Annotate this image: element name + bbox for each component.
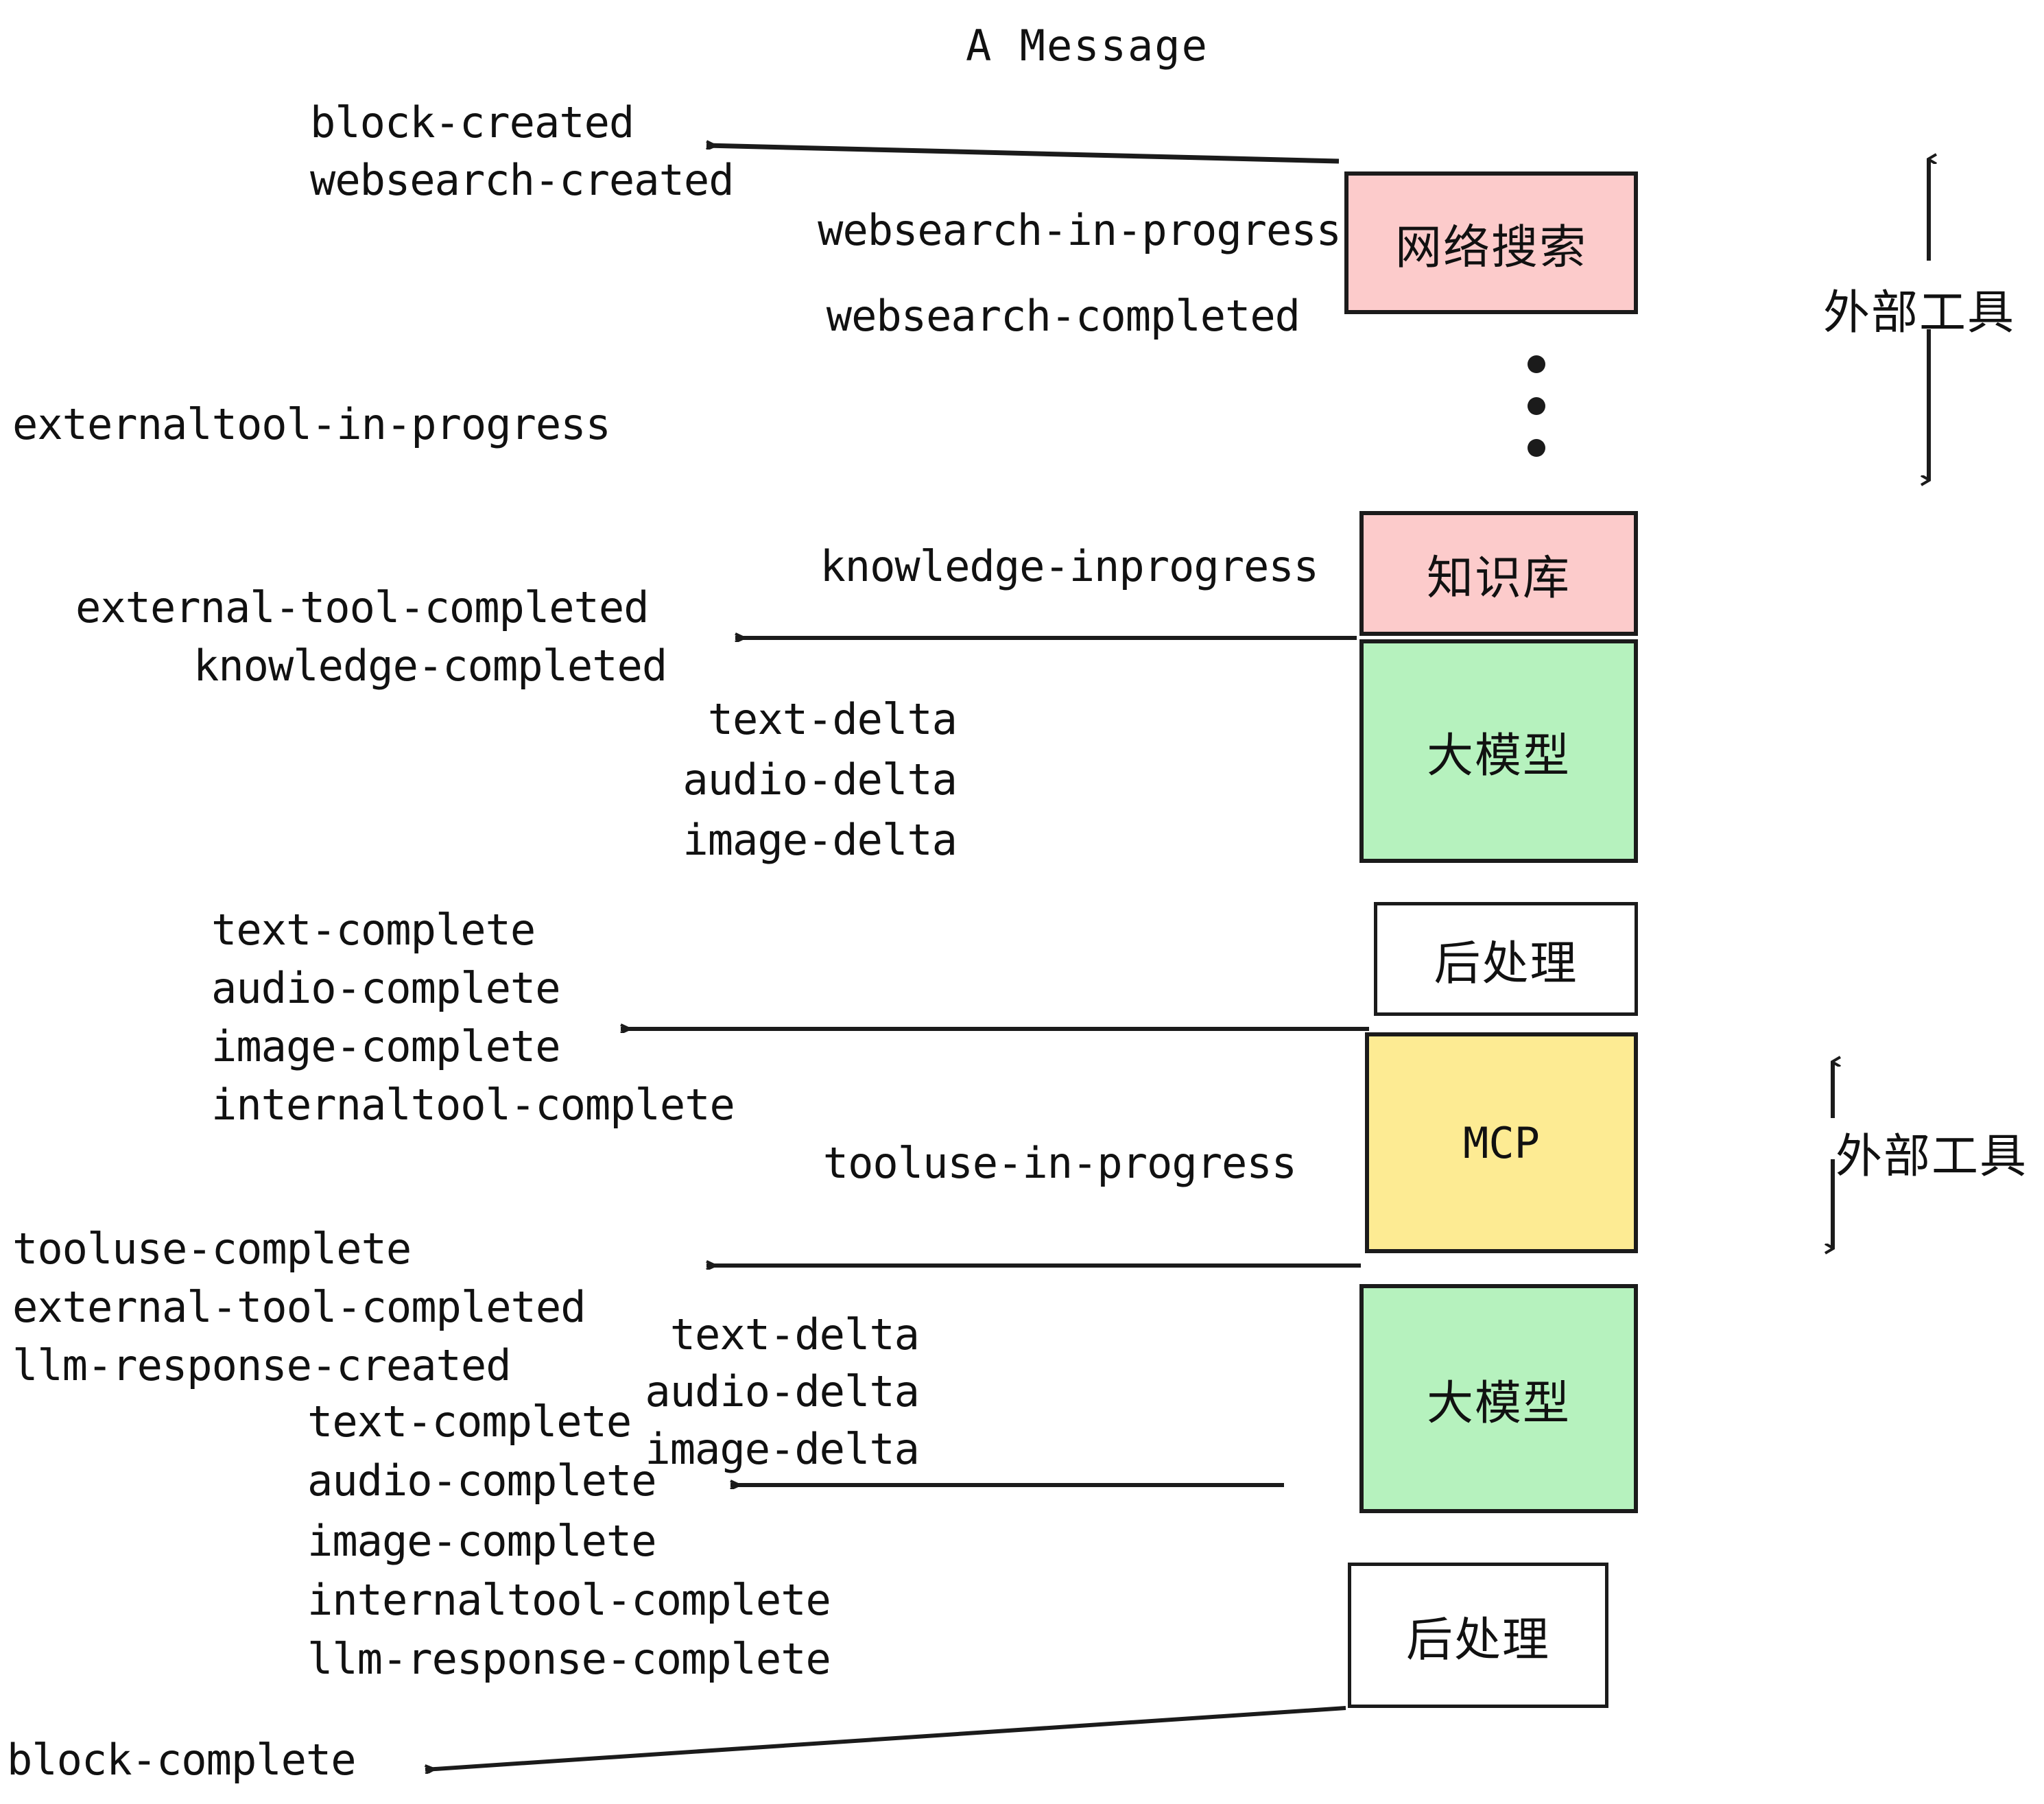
box-websearch-label: 网络搜索 [1394,220,1587,275]
event-llm-response-created: llm-response-created [12,1340,512,1390]
box-postprocess-first[interactable]: 后处理 [1374,902,1638,1016]
event-knowledge-completed: knowledge-completed [193,641,667,691]
box-postprocess-second-label: 后处理 [1405,1613,1550,1667]
event-tooluse-complete: tooluse-complete [12,1224,412,1274]
box-llm-first[interactable]: 大模型 [1359,639,1638,863]
event-websearch-completed: websearch-completed [826,291,1300,341]
event-text-delta-1: text-delta [707,694,958,744]
event-websearch-in-progress: websearch-in-progress [818,205,1342,255]
diagram-title: A Message [966,21,1209,71]
box-llm-first-label: 大模型 [1426,728,1571,783]
box-llm-second-label: 大模型 [1426,1376,1571,1431]
event-tooluse-in-progress: tooluse-in-progress [822,1138,1297,1188]
event-internaltool-complete-1: internaltool-complete [211,1080,735,1130]
event-externaltool-in-progress: externaltool-in-progress [12,399,611,449]
event-image-complete-2: image-complete [307,1516,657,1566]
ellipsis-vertical [1526,355,1547,457]
event-block-complete: block-complete [7,1735,357,1785]
label-external-tool-top: 外部工具 [1823,286,2016,340]
arrow-websearch-to-block-created [706,145,1340,164]
box-postprocess-first-label: 后处理 [1434,936,1578,991]
event-audio-complete-2: audio-complete [307,1456,657,1506]
box-websearch[interactable]: 网络搜索 [1344,171,1638,314]
event-audio-complete-1: audio-complete [211,963,561,1013]
event-image-delta-2: image-delta [645,1424,920,1474]
event-websearch-created: websearch-created [310,155,735,205]
event-text-complete-2: text-complete [307,1397,632,1447]
box-postprocess-second[interactable]: 后处理 [1348,1563,1608,1708]
event-text-complete-1: text-complete [211,905,536,955]
box-mcp-label: MCP [1463,1117,1540,1168]
box-knowledgebase[interactable]: 知识库 [1359,511,1638,636]
event-image-complete-1: image-complete [211,1021,561,1071]
arrow-postprocess-to-block-complete [425,1706,1346,1770]
event-image-delta-1: image-delta [682,815,958,865]
event-text-delta-2: text-delta [669,1309,920,1360]
box-knowledgebase-label: 知识库 [1426,551,1571,606]
event-llm-response-complete: llm-response-complete [307,1634,831,1684]
event-internaltool-complete-2: internaltool-complete [307,1575,831,1625]
ellipsis-dot [1528,397,1545,415]
event-external-tool-completed-2: external-tool-completed [12,1282,586,1332]
label-external-tool-bottom: 外部工具 [1835,1130,2028,1184]
ellipsis-dot [1528,439,1545,457]
box-mcp[interactable]: MCP [1365,1032,1638,1253]
event-audio-delta-2: audio-delta [645,1366,920,1416]
event-block-created: block-created [310,97,634,147]
event-knowledge-inprogress: knowledge-inprogress [820,541,1319,591]
event-audio-delta-1: audio-delta [682,755,958,805]
ellipsis-dot [1528,355,1545,373]
box-llm-second[interactable]: 大模型 [1359,1284,1638,1513]
event-external-tool-completed-1: external-tool-completed [75,582,650,632]
